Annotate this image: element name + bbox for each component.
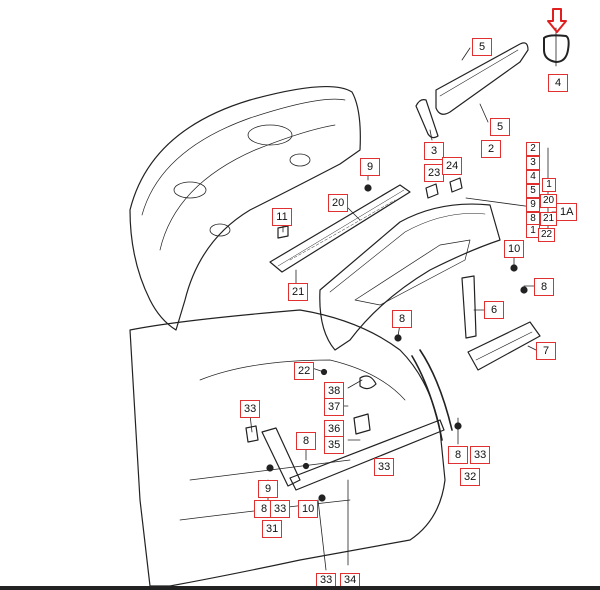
stack-label-8[interactable]: 8 xyxy=(526,212,540,226)
callout-33[interactable]: 33 xyxy=(240,400,261,418)
corner-seal xyxy=(543,34,570,63)
callout-32[interactable]: 32 xyxy=(460,468,481,486)
callout-5[interactable]: 5 xyxy=(472,38,492,56)
callout-8[interactable]: 8 xyxy=(448,446,468,464)
side-strip xyxy=(461,275,477,339)
stack-label-3[interactable]: 3 xyxy=(526,156,540,170)
callout-37[interactable]: 37 xyxy=(324,398,345,416)
vehicle-body xyxy=(129,309,446,587)
callout-8[interactable]: 8 xyxy=(296,432,316,450)
callout-5[interactable]: 5 xyxy=(490,118,510,136)
callout-2[interactable]: 2 xyxy=(481,140,501,158)
stack-label-5[interactable]: 5 xyxy=(526,184,540,198)
callout-33[interactable]: 33 xyxy=(374,458,395,476)
highlight-arrow-icon xyxy=(547,8,567,33)
callout-3[interactable]: 3 xyxy=(424,142,444,160)
callout-22[interactable]: 22 xyxy=(294,362,315,380)
callout-9[interactable]: 9 xyxy=(258,480,278,498)
rear-window-glass xyxy=(435,42,529,115)
stack-side-label-20[interactable]: 20 xyxy=(540,194,558,208)
callout-4[interactable]: 4 xyxy=(548,74,568,92)
callout-34[interactable]: 34 xyxy=(340,573,361,587)
left-pillar-trim xyxy=(261,427,301,487)
callout-20[interactable]: 20 xyxy=(328,194,349,212)
callout-33[interactable]: 33 xyxy=(470,446,491,464)
upper-trim-strip xyxy=(269,184,411,273)
window-trim xyxy=(415,99,439,139)
stack-side-label-1[interactable]: 1 xyxy=(542,178,556,192)
stack-label-1[interactable]: 1 xyxy=(526,224,540,238)
callout-7[interactable]: 7 xyxy=(536,342,556,360)
stack-label-22[interactable]: 22 xyxy=(538,228,556,242)
lower-trim-bar xyxy=(289,419,445,491)
callout-10[interactable]: 10 xyxy=(504,240,525,258)
callout-11[interactable]: 11 xyxy=(272,208,292,226)
callout-10[interactable]: 10 xyxy=(298,500,319,518)
callout-24[interactable]: 24 xyxy=(442,157,463,175)
stack-label-9[interactable]: 9 xyxy=(526,198,540,212)
callout-33[interactable]: 33 xyxy=(270,500,291,518)
callout-9[interactable]: 9 xyxy=(360,158,380,176)
stack-label-2[interactable]: 2 xyxy=(526,142,540,156)
callout-8[interactable]: 8 xyxy=(392,310,412,328)
callout-6[interactable]: 6 xyxy=(484,301,504,319)
stack-side-label-21[interactable]: 21 xyxy=(540,212,558,226)
stack-label-4[interactable]: 4 xyxy=(526,170,540,184)
tailgate-inner-trim xyxy=(319,203,501,351)
bottom-border xyxy=(0,586,600,590)
callout-1a[interactable]: 1A xyxy=(556,203,578,221)
callout-8[interactable]: 8 xyxy=(534,278,554,296)
tailgate-panel xyxy=(129,85,361,331)
license-plate-trim xyxy=(467,321,541,371)
callout-35[interactable]: 35 xyxy=(324,436,345,454)
callout-21[interactable]: 21 xyxy=(288,283,309,301)
callout-33[interactable]: 33 xyxy=(316,573,337,587)
callout-31[interactable]: 31 xyxy=(262,520,283,538)
